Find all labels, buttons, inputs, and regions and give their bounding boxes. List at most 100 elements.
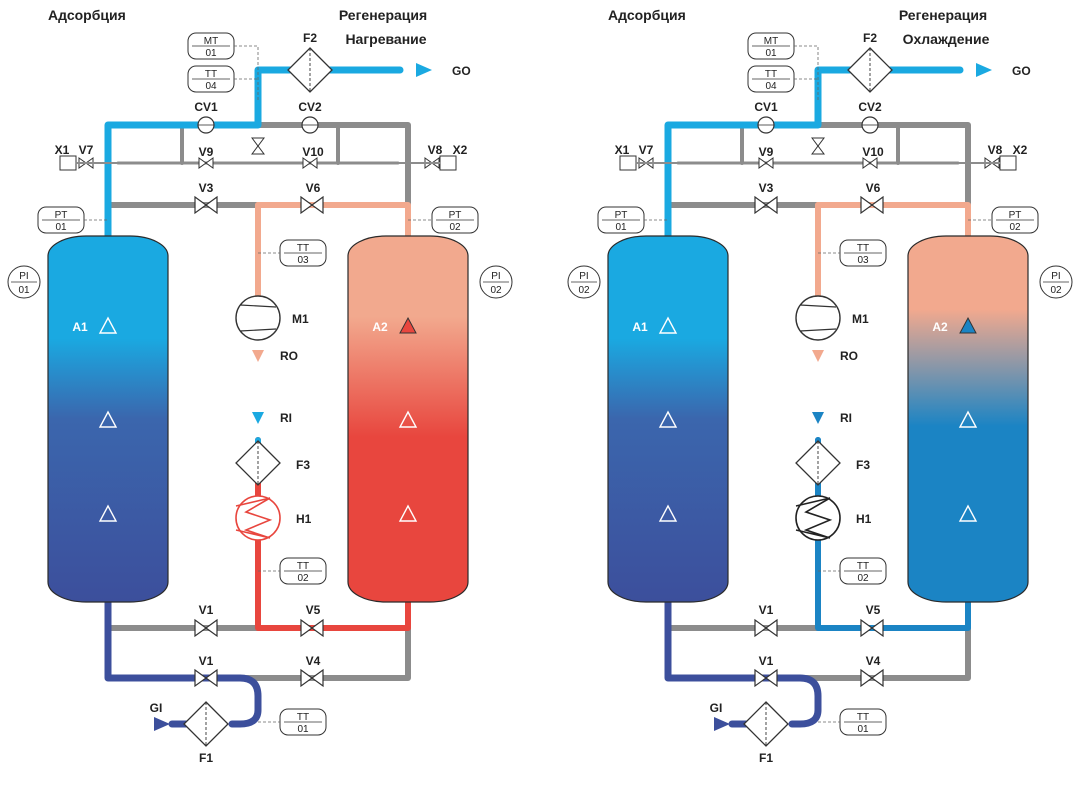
label-h1: H1	[296, 512, 312, 526]
label-cv1: CV1	[754, 100, 778, 114]
ro-arrow	[812, 350, 824, 362]
ri-arrow	[812, 412, 824, 424]
filter-f2-icon	[847, 47, 893, 93]
valve-left-wedge	[194, 668, 208, 688]
blower-m1-icon	[235, 295, 281, 341]
pipe-wet-air-in	[664, 596, 822, 728]
vessel-a1-outline	[607, 235, 729, 603]
blower-vane-top	[799, 304, 837, 308]
sensor-a2-bottom-icon	[958, 504, 978, 522]
valve-bypass-icon	[251, 137, 265, 155]
sensor-a1-top-icon	[98, 316, 118, 334]
tag-code: TT	[857, 243, 869, 254]
vessel-a2	[908, 236, 1028, 602]
pipe-wet-air-in	[104, 596, 262, 728]
tag-number: 01	[857, 724, 869, 735]
valve-right-wedge	[870, 195, 884, 215]
label-m1: M1	[292, 312, 309, 326]
valve-right-wedge	[764, 195, 778, 215]
sensor-a1-bottom-icon	[98, 504, 118, 522]
valve-v10-icon	[862, 157, 878, 169]
tag-number: 02	[1009, 222, 1021, 233]
tag-code: PI	[579, 271, 588, 282]
valve-v1-upper-icon	[754, 618, 778, 638]
label-v7: V7	[639, 143, 654, 157]
label-v1-lower: V1	[199, 654, 214, 668]
valve-v5-icon	[300, 618, 324, 638]
tag-code: PI	[19, 271, 28, 282]
valve-right-wedge	[870, 668, 884, 688]
label-f1: F1	[759, 751, 773, 765]
blower-vane-bottom	[239, 328, 277, 332]
sensor-a1-top-icon	[658, 316, 678, 334]
sensor-a1-bottom-icon	[658, 504, 678, 522]
pipe-regen-hot-return	[815, 202, 971, 243]
label-a1: A1	[632, 320, 648, 334]
valve-cv1-icon	[197, 116, 215, 134]
filter-f1-icon	[183, 701, 229, 747]
valve-left-wedge	[300, 668, 314, 688]
header-mode: Нагревание	[345, 31, 426, 47]
valve-right-wedge	[204, 668, 218, 688]
valve-left-wedge	[862, 157, 871, 169]
ri-arrow	[252, 412, 264, 424]
pipe-top-right	[179, 122, 411, 243]
tag-code: MT	[764, 36, 778, 47]
pipe-top-right	[739, 122, 971, 243]
header-adsorption: Адсорбция	[48, 7, 126, 23]
tag-number: 01	[765, 48, 777, 59]
silencer-x2-icon	[439, 155, 457, 171]
label-h1: H1	[856, 512, 872, 526]
heater-coil	[235, 497, 273, 539]
valve-cv1-icon	[757, 116, 775, 134]
label-v7: V7	[79, 143, 94, 157]
tag-number: 02	[490, 285, 502, 296]
label-v5: V5	[306, 603, 321, 617]
tag-code: TT	[857, 712, 869, 723]
label-v1-upper: V1	[199, 603, 214, 617]
valve-right-wedge	[869, 157, 878, 169]
valve-right-wedge	[204, 618, 218, 638]
tag-mt01-leader	[794, 45, 819, 100]
valve-cv2-icon	[301, 116, 319, 134]
label-x1: X1	[55, 143, 70, 157]
label-v3: V3	[199, 181, 214, 195]
valve-left-wedge	[758, 157, 767, 169]
vessel-a2	[348, 236, 468, 602]
valve-right-wedge	[764, 668, 778, 688]
blower-body	[795, 295, 841, 341]
valve-right-wedge	[310, 618, 324, 638]
valve-v9-icon	[758, 157, 774, 169]
label-x2: X2	[453, 143, 468, 157]
vessel-a2-outline	[347, 235, 469, 603]
valve-left-wedge	[194, 195, 208, 215]
silencer-x1-icon	[59, 155, 77, 171]
valve-right-wedge	[870, 618, 884, 638]
label-f2: F2	[303, 31, 317, 45]
valve-right-wedge	[309, 157, 318, 169]
label-v9: V9	[199, 145, 214, 159]
valve-left-wedge	[860, 195, 874, 215]
pipe-dry-air-out	[664, 66, 964, 244]
label-f2: F2	[863, 31, 877, 45]
valve-left-wedge	[754, 195, 768, 215]
go-arrow	[416, 63, 432, 77]
heater-h1-icon	[235, 495, 281, 541]
valve-left-wedge	[194, 618, 208, 638]
valve-v1-lower-icon	[194, 668, 218, 688]
tag-number: 02	[1050, 285, 1062, 296]
valve-v3-icon	[194, 195, 218, 215]
blower-m1-icon	[795, 295, 841, 341]
tag-number: 01	[18, 285, 30, 296]
